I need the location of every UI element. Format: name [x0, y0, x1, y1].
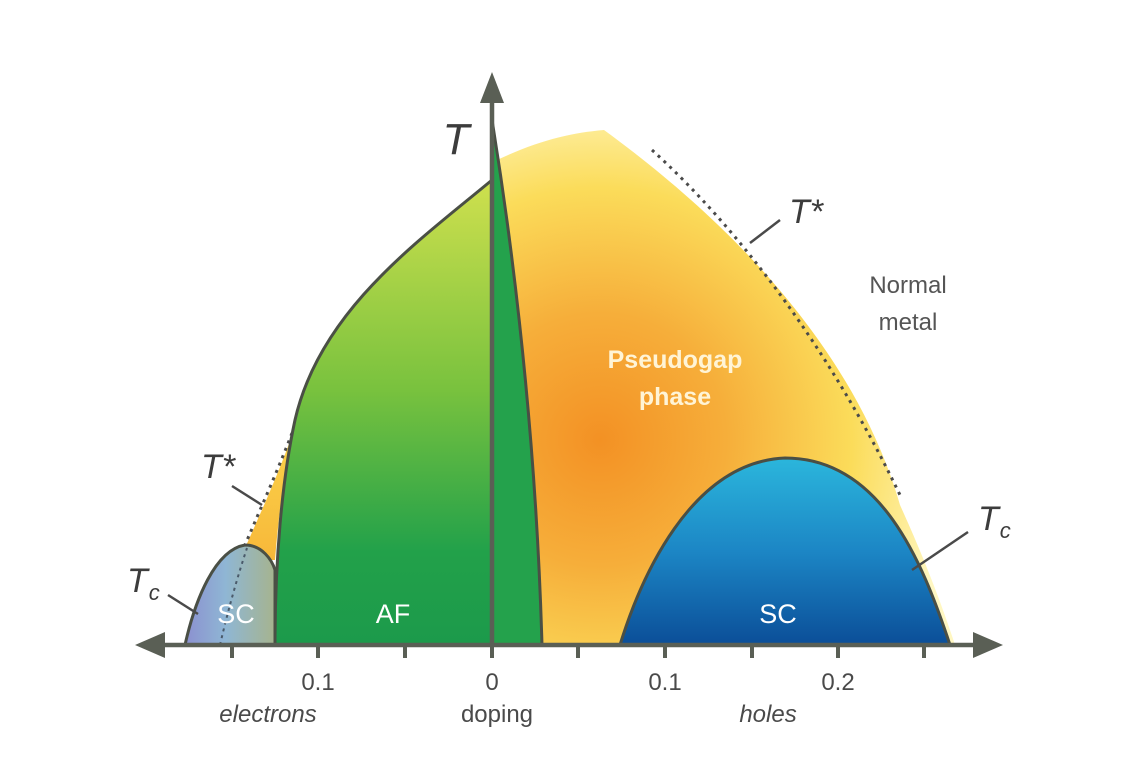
x-axis-ticks: [230, 645, 926, 658]
tc-right-label: Tc: [978, 500, 1011, 543]
normal-metal-label-line1: Normal: [869, 272, 946, 299]
x-axis-arrow-left: [135, 632, 165, 658]
x-axis-arrow-right: [973, 632, 1003, 658]
y-axis-arrow: [480, 72, 504, 103]
sc-dome-right: [617, 456, 953, 647]
af-label: AF: [376, 599, 411, 629]
tc-right-sub: c: [1000, 518, 1011, 543]
tc-left-main: T: [127, 562, 150, 600]
tick-label-right-0-2: 0.2: [821, 669, 854, 696]
x-label-electrons: electrons: [219, 701, 316, 728]
tc-left-leader: [167, 593, 199, 616]
tick-label-right-0-1: 0.1: [648, 669, 681, 696]
tick-label-0: 0: [485, 669, 498, 696]
pseudogap-label-line2: phase: [639, 383, 711, 411]
tstar-right-label: T*: [789, 193, 825, 231]
af-region: [273, 176, 494, 647]
tstar-left-leader: [231, 484, 263, 507]
left-pseudogap-region: [245, 435, 292, 560]
sc-dome-left: [183, 543, 277, 647]
sc-left-dotted-divider: [219, 547, 248, 646]
sc-right-label: SC: [759, 599, 797, 629]
tstar-right-leader: [749, 219, 781, 244]
tstar-right-line: [650, 148, 902, 496]
normal-metal-label-line2: metal: [879, 309, 938, 336]
af-thin-region: [490, 119, 544, 647]
sc-left-label: SC: [217, 599, 255, 629]
tc-right-main: T: [978, 500, 1001, 538]
tick-label-left-0-1: 0.1: [301, 669, 334, 696]
x-label-holes: holes: [739, 701, 796, 728]
tstar-left-label: T*: [201, 448, 237, 486]
x-label-doping: doping: [461, 701, 533, 728]
tc-left-label: Tc: [127, 562, 160, 605]
tc-left-sub: c: [149, 580, 160, 605]
pseudogap-label-line1: Pseudogap: [608, 346, 743, 374]
y-axis-label: T: [443, 115, 473, 164]
tc-right-leader: [911, 530, 969, 572]
